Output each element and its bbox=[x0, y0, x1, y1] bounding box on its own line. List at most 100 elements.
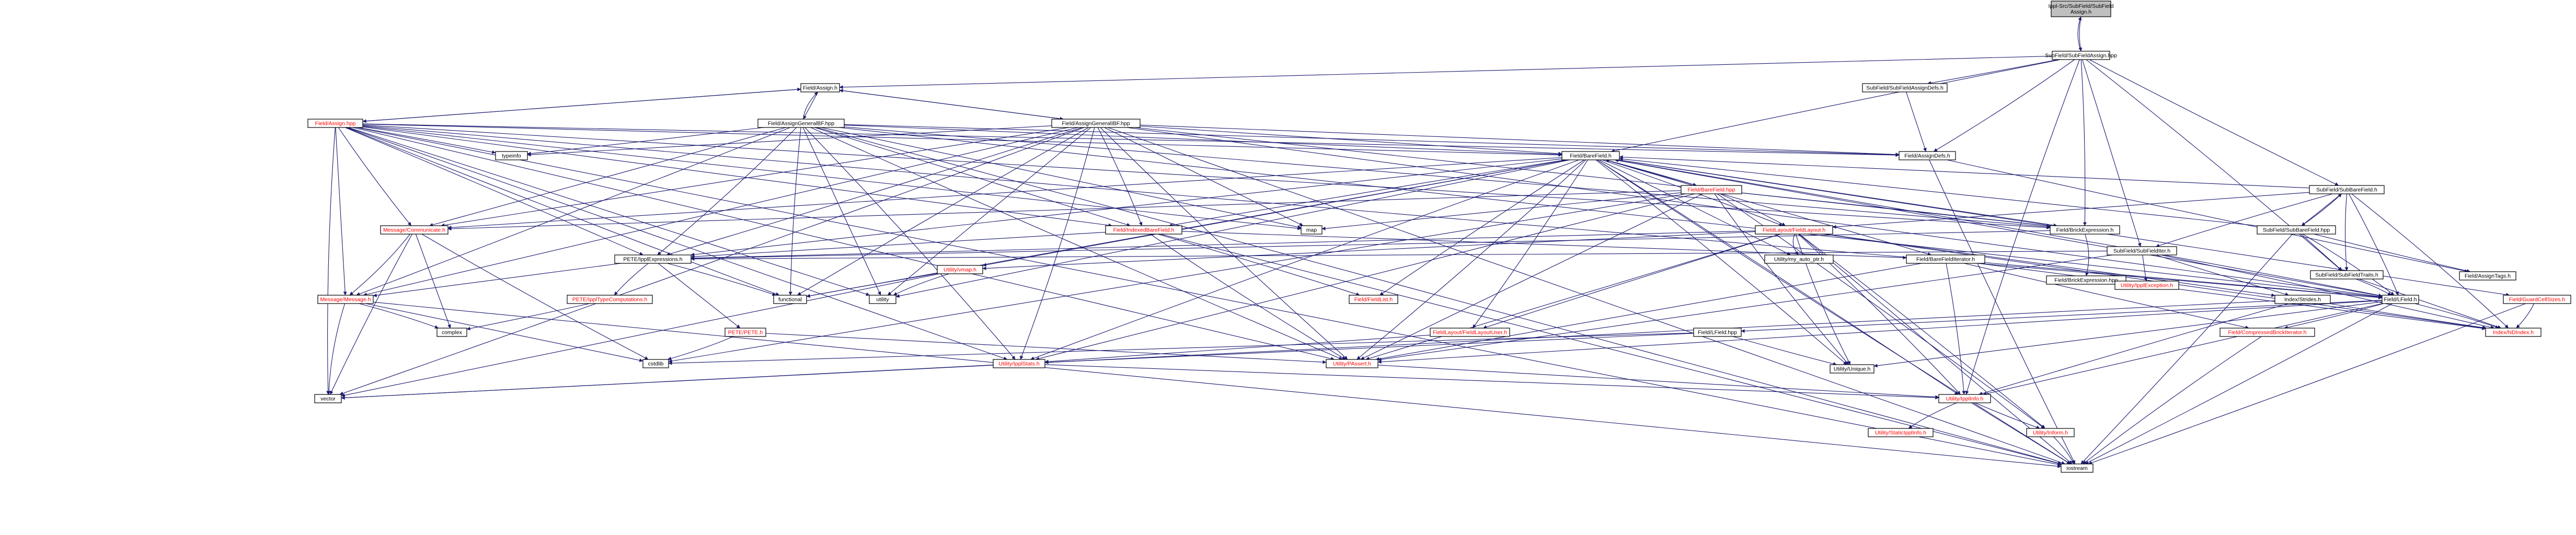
include-edge-barefield_hpp-to-flayout bbox=[1720, 193, 1786, 226]
file-node-unique[interactable]: Utility/Unique.h bbox=[1830, 364, 1874, 374]
file-node-barefield_h[interactable]: Field/BareField.h bbox=[1561, 151, 1620, 160]
edges-layer bbox=[326, 16, 2535, 468]
file-node-compbrick[interactable]: Field/CompressedBrickIterator.h bbox=[2220, 328, 2315, 337]
file-node-complex[interactable]: complex bbox=[436, 328, 467, 337]
file-node-sfassigndefs[interactable]: SubField/SubFieldAssignDefs.h bbox=[1862, 83, 1948, 92]
include-edge-fassigngenib_hpp-to-msgcomm bbox=[441, 127, 1070, 227]
file-node-vmap[interactable]: Utility/vmap.h bbox=[937, 265, 983, 274]
include-edge-barefield_h-to-bfiter bbox=[1605, 159, 1931, 256]
file-node-box bbox=[1906, 254, 1985, 264]
file-node-sfbarefield_hpp[interactable]: SubField/SubBareField.hpp bbox=[2257, 225, 2336, 235]
include-edge-ipplinfo-to-staticinfo bbox=[1908, 402, 1957, 429]
file-node-label: Field/BrickExpression.h bbox=[2056, 227, 2114, 234]
file-node-utility[interactable]: utility bbox=[869, 295, 896, 304]
include-edge-indexedbf-to-pawset bbox=[1150, 234, 1346, 360]
include-edge-ipplinfo-to-inform bbox=[1975, 402, 2040, 429]
file-node-staticinfo[interactable]: Utility/StaticIpplInfo.h bbox=[1868, 428, 1934, 437]
file-node-ipplexc[interactable]: Utility/IpplException.h bbox=[2114, 281, 2179, 290]
file-node-pete[interactable]: PETE/PETE.h bbox=[724, 328, 766, 337]
include-edge-fassign_hpp-to-brickexpr bbox=[362, 124, 2051, 229]
include-edge-lfield_hpp-to-unique bbox=[1732, 336, 1837, 366]
include-edge-bfiter-to-ipplinfo bbox=[1946, 263, 1966, 395]
file-node-typecomp[interactable]: PETE/IpplTypeComputations.h bbox=[567, 295, 653, 304]
file-node-box bbox=[567, 295, 653, 304]
include-edge-sfassign_hpp-to-barefield_h bbox=[1611, 59, 2061, 153]
file-node-msgcomm[interactable]: Message/Communicate.h bbox=[380, 225, 448, 235]
file-node-box bbox=[2310, 270, 2384, 280]
file-node-ipplinfo[interactable]: Utility/IpplInfo.h bbox=[1938, 394, 1991, 403]
file-node-typeinfo[interactable]: typeinfo bbox=[495, 151, 528, 160]
include-edge-guardcell-to-iostream bbox=[2088, 303, 2526, 465]
file-node-map[interactable]: map bbox=[1301, 225, 1322, 235]
file-node-brickexpr_hpp[interactable]: Field/BrickExpression.hpp bbox=[2046, 275, 2126, 285]
file-node-box bbox=[2503, 295, 2571, 304]
file-node-petesexpr[interactable]: PETE/IpplExpressions.h bbox=[614, 254, 692, 264]
include-edge-sftraits-to-lfield_h bbox=[2355, 278, 2391, 296]
include-edge-sfbarefield_h-to-sftraits bbox=[2344, 193, 2349, 271]
file-node-fassigndefs[interactable]: Field/AssignDefs.h bbox=[1899, 151, 1956, 160]
file-node-label: FieldLayout/FieldLayoutUser.h bbox=[1433, 330, 1507, 336]
file-node-box bbox=[1326, 359, 1378, 368]
file-node-fassign_hpp[interactable]: Field/Assign.hpp bbox=[307, 119, 363, 128]
include-edge-bfiter-to-compbrick bbox=[1964, 263, 2249, 329]
include-edge-fassign_hpp-to-msgcomm bbox=[338, 127, 412, 226]
include-edge-root-to-sfassign_hpp bbox=[2078, 16, 2083, 52]
include-edge-fassigngenib_hpp-to-iostream bbox=[1108, 127, 2066, 465]
file-node-label: cstdlib bbox=[648, 361, 664, 367]
file-node-box bbox=[1938, 394, 1991, 403]
file-node-fassigngen_hpp[interactable]: Field/AssignGeneralBF.hpp bbox=[757, 119, 845, 128]
file-node-functional[interactable]: functional bbox=[773, 295, 807, 304]
file-node-brickexpr[interactable]: Field/BrickExpression.h bbox=[2050, 225, 2120, 235]
file-node-inform[interactable]: Utility/Inform.h bbox=[2026, 428, 2075, 437]
file-node-cstdlib[interactable]: cstdlib bbox=[642, 359, 669, 368]
include-edge-sfbarefield_hpp-to-iostream bbox=[2080, 234, 2293, 464]
file-node-mydummy[interactable]: Utility/my_auto_ptr.h bbox=[1764, 254, 1834, 264]
file-node-lfield_hpp[interactable]: Field/LField.hpp bbox=[1693, 328, 1742, 337]
file-node-indexedbf[interactable]: Field/IndexedBareField.h bbox=[1105, 225, 1182, 235]
file-node-vector[interactable]: vector bbox=[314, 394, 342, 403]
file-node-box bbox=[937, 265, 983, 274]
file-node-label: typeinfo bbox=[502, 153, 521, 159]
include-edge-flayout-to-mydummy bbox=[1792, 234, 1799, 255]
file-node-label: Utility/my_auto_ptr.h bbox=[1774, 257, 1824, 263]
file-node-iostream[interactable]: iostream bbox=[2061, 463, 2094, 473]
file-node-label: functional bbox=[778, 297, 802, 303]
file-node-label: SubField/SubFieldAssign.hpp bbox=[2045, 53, 2117, 59]
file-node-flayout[interactable]: FieldLayout/FieldLayout.h bbox=[1755, 225, 1833, 235]
include-edge-pawset-to-ipplinfo bbox=[1377, 365, 1939, 399]
file-node-sfassign_hpp[interactable]: SubField/SubFieldAssign.hpp bbox=[2045, 51, 2117, 60]
file-node-label: Field/GuardCellSizes.h bbox=[2509, 297, 2566, 303]
file-node-bfiter[interactable]: Field/BareFieldIterator.h bbox=[1906, 254, 1985, 264]
file-node-assigntags[interactable]: Field/AssignTags.h bbox=[2459, 271, 2516, 281]
file-node-nindex[interactable]: Index/NDIndex.h bbox=[2485, 328, 2542, 337]
include-edge-flayout-to-inform bbox=[1799, 234, 2045, 429]
file-node-msg[interactable]: Message/Message.h bbox=[317, 295, 374, 304]
file-node-guardcell[interactable]: Field/GuardCellSizes.h bbox=[2503, 295, 2571, 304]
file-node-sftraits[interactable]: SubField/SubFieldTraits.h bbox=[2310, 270, 2384, 280]
include-edge-fassigngenib_hpp-to-lfield_h bbox=[1126, 127, 2383, 298]
file-node-box bbox=[2220, 328, 2315, 337]
file-node-label: Utility/IpplException.h bbox=[2121, 283, 2174, 289]
file-node-lfield_h[interactable]: Field/LField.h bbox=[2382, 295, 2419, 304]
file-node-barefield_hpp[interactable]: Field/BareField.hpp bbox=[1681, 185, 1742, 194]
include-edge-sfassign_hpp-to-brickexpr bbox=[2080, 59, 2087, 226]
include-edge-fassigngen_hpp-to-functional bbox=[788, 127, 801, 296]
file-node-sfbarefield_h[interactable]: SubField/SubBareField.h bbox=[2309, 185, 2385, 194]
file-node-box bbox=[380, 225, 448, 235]
file-node-fassign_h[interactable]: Field/Assign.h bbox=[800, 83, 840, 92]
include-edge-fassign_hpp-to-fassigndefs bbox=[362, 123, 1900, 157]
include-edge-brickexpr-to-petesexpr bbox=[691, 230, 2051, 260]
include-edge-fassigngen_hpp-to-barefield_h bbox=[844, 124, 1562, 156]
file-node-flayoutuser[interactable]: FieldLayout/FieldLayoutUser.h bbox=[1430, 328, 1510, 337]
include-edge-sfassign_hpp-to-fassigndefs bbox=[1933, 59, 2075, 152]
include-edge-strides-to-nindex bbox=[2329, 303, 2487, 330]
file-node-ipplstats[interactable]: Utility/IpplStats.h bbox=[993, 359, 1045, 368]
include-edge-barefield_h-to-msgcomm bbox=[447, 157, 1562, 229]
file-node-flist[interactable]: Field/FieldList.h bbox=[1349, 295, 1398, 304]
file-node-sfiter[interactable]: SubField/SubFieldIter.h bbox=[2107, 246, 2177, 255]
file-node-strides[interactable]: Index/Strides.h bbox=[2274, 295, 2331, 304]
file-node-pawset[interactable]: Utility/PAssert.h bbox=[1326, 359, 1378, 368]
include-edge-fassigngen_hpp-to-iostream bbox=[816, 127, 2062, 465]
file-node-fassigngenib_hpp[interactable]: Field/AssignGeneralIBF.hpp bbox=[1051, 119, 1141, 128]
include-edge-fassign_hpp-to-fassign_h bbox=[362, 87, 801, 122]
